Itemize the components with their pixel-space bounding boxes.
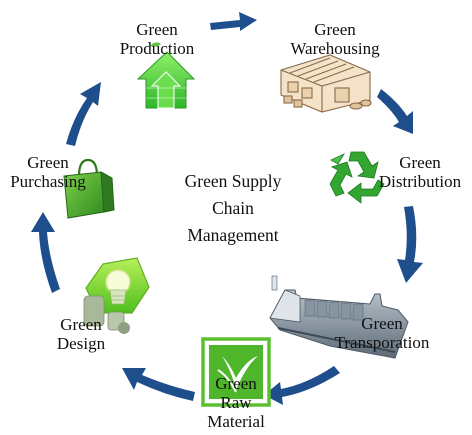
- node-label-transportation: Green Transporation: [334, 314, 430, 352]
- node-label-warehousing: Green Warehousing: [290, 20, 380, 58]
- node-label-production: Green Production: [119, 20, 195, 58]
- arrow-design-to-purchasing: [31, 212, 60, 293]
- warehouse-icon: [280, 54, 372, 113]
- arrow-purchasing-to-production: [66, 82, 101, 146]
- recycle-icon: [329, 151, 385, 204]
- node-label-distribution: Green Distribution: [378, 153, 462, 191]
- node-label-purchasing: Green Purchasing: [10, 153, 86, 191]
- arrow-raw-material-to-design: [122, 368, 195, 401]
- shopping-bag-icon: [63, 158, 115, 219]
- house-upload-icon: [136, 42, 196, 109]
- arrow-production-to-warehousing: [210, 12, 257, 31]
- node-label-raw-material: Green Raw Material: [207, 374, 265, 431]
- cargo-ship-icon: [269, 275, 409, 359]
- arrow-distribution-to-transportation: [397, 206, 423, 283]
- arrow-transportation-to-raw-material: [264, 366, 340, 405]
- leaf-check-icon: [201, 337, 271, 407]
- node-label-design: Green Design: [56, 315, 106, 353]
- lightbulb-hexagon-icon: [83, 257, 150, 334]
- cycle-arrows: [31, 12, 423, 405]
- arrow-warehousing-to-distribution: [377, 89, 413, 134]
- center-title: Green Supply Chain Management: [184, 171, 282, 245]
